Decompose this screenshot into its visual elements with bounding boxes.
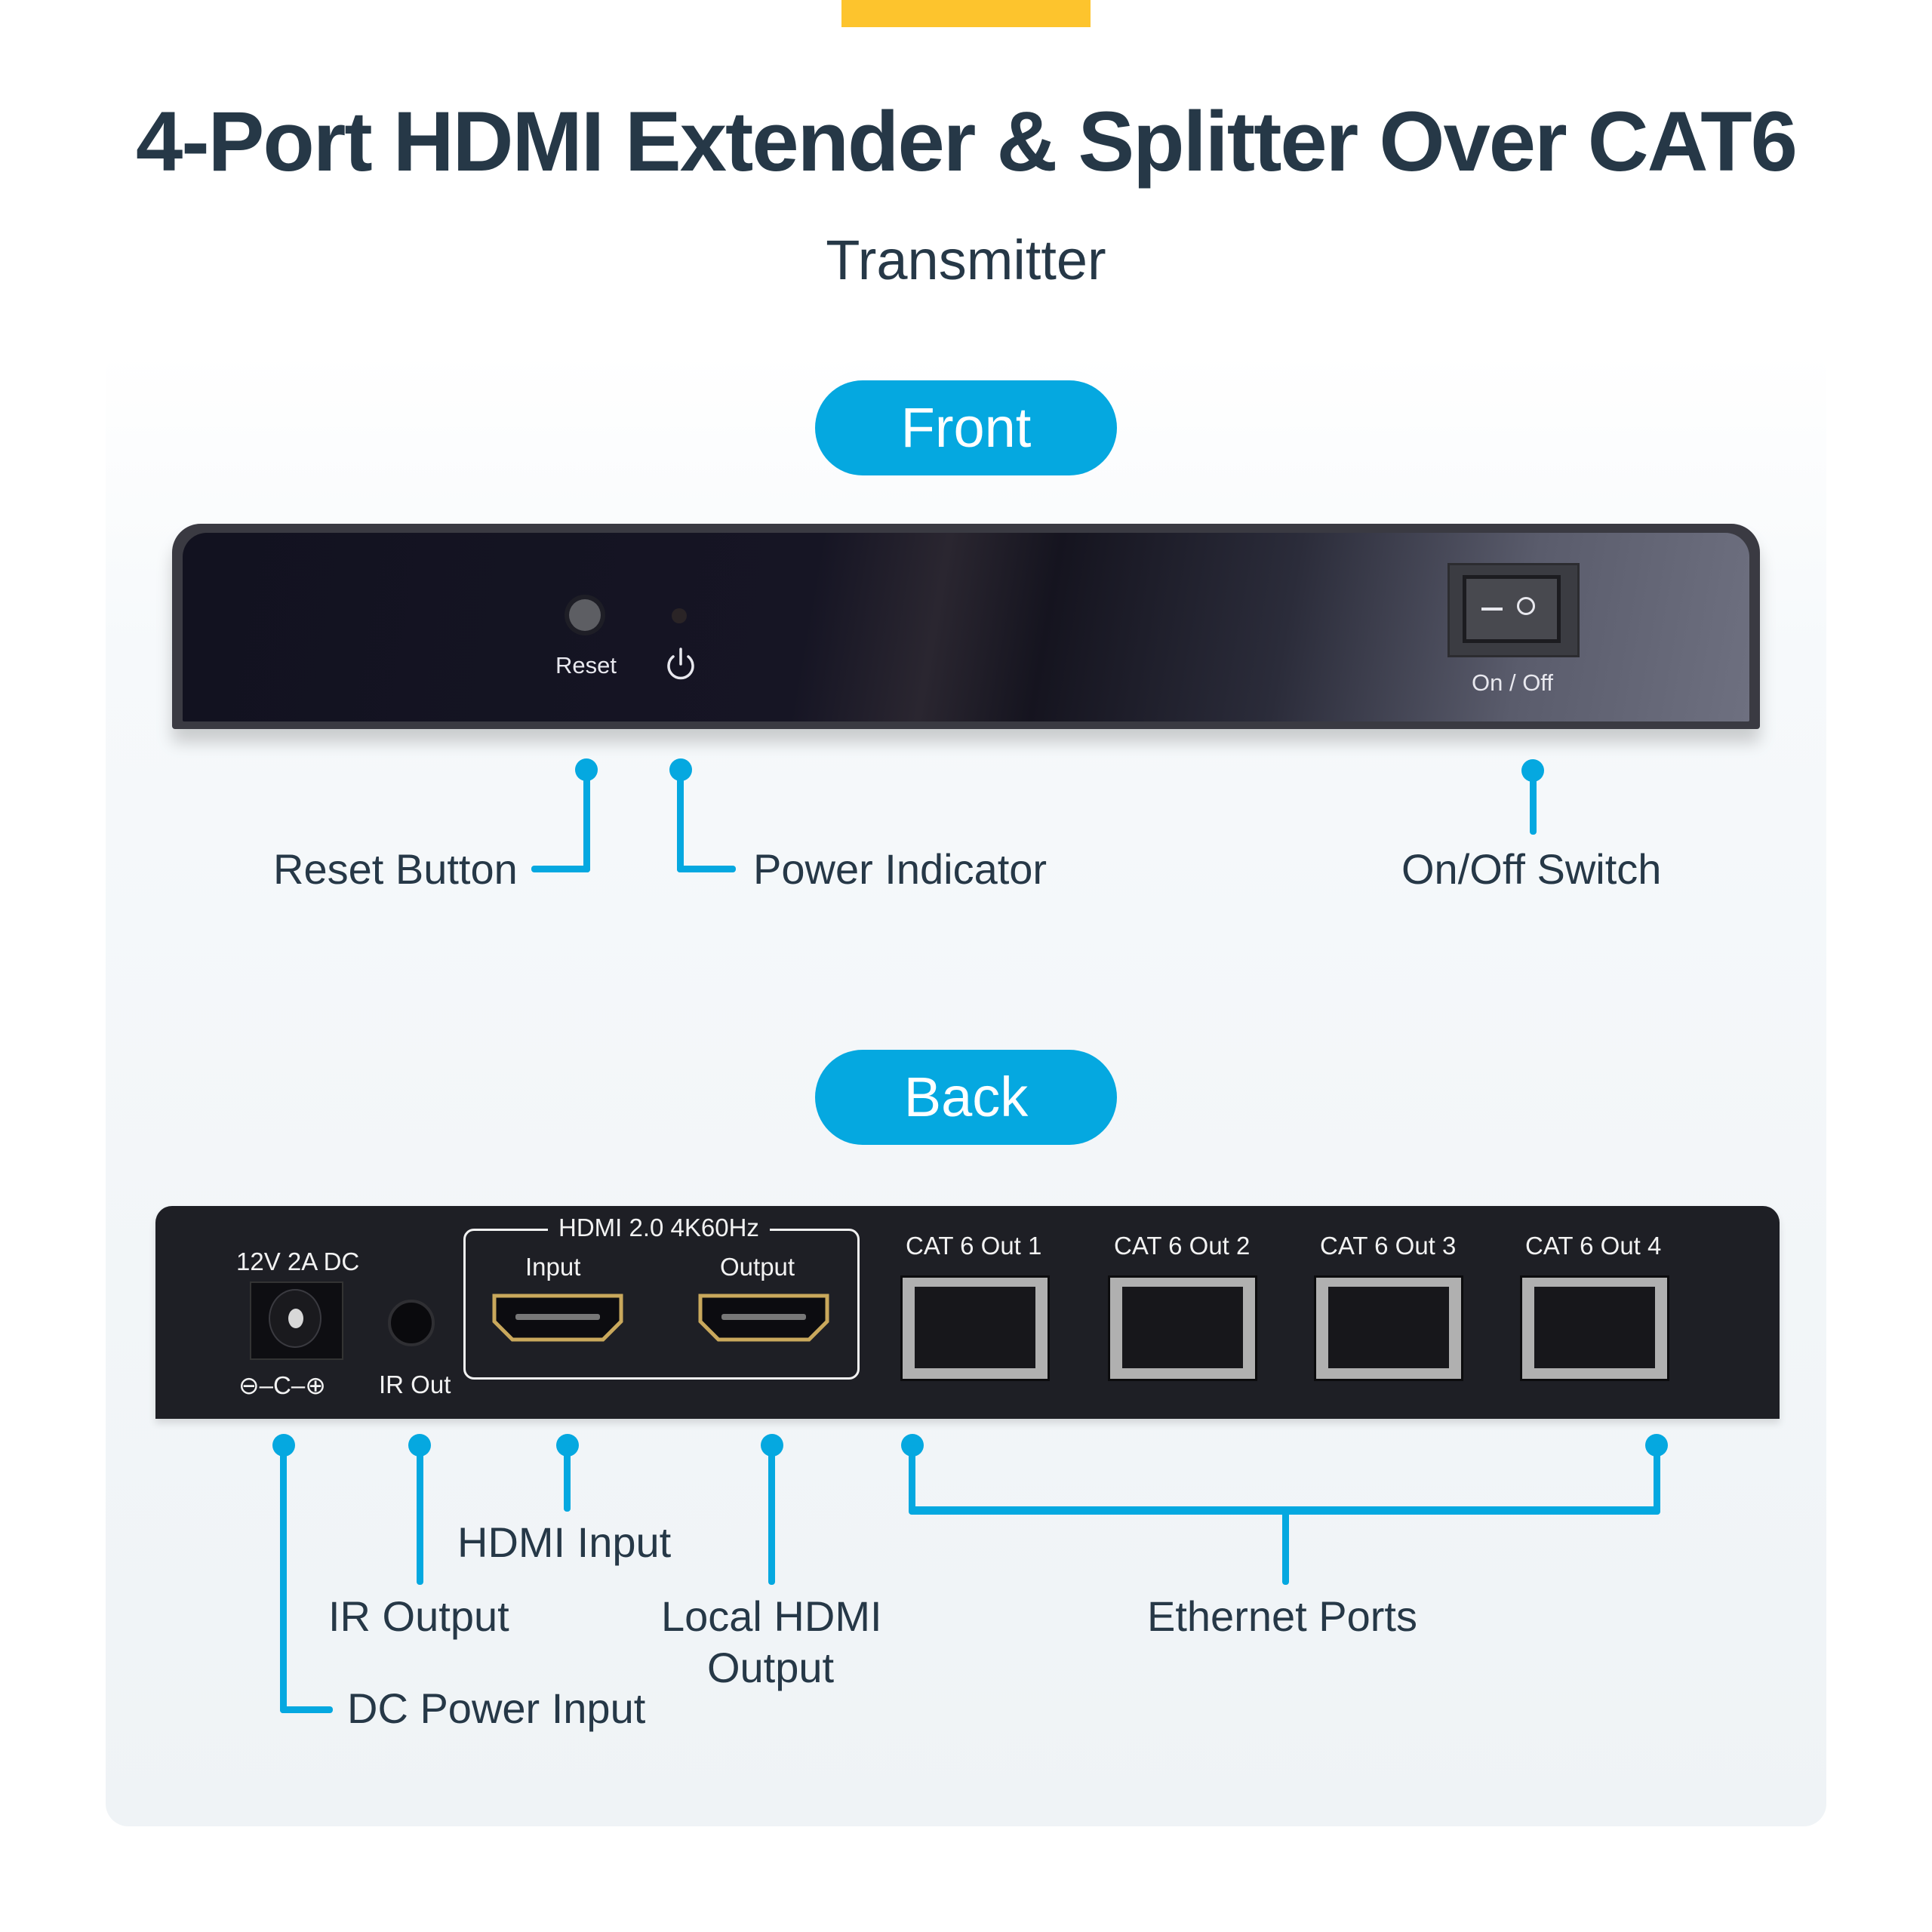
callout-local-hdmi-output: Local HDMI Output [661, 1591, 882, 1694]
hdmi-output-device-label: Output [720, 1253, 795, 1281]
cat-port-1-label: CAT 6 Out 1 [906, 1232, 1042, 1260]
back-device: 12V 2A DC ⊖–C–⊕ IR Out HDMI 2.0 4K60Hz I… [155, 1206, 1780, 1419]
reset-device-label: Reset [555, 652, 617, 678]
callout-reset-button: Reset Button [273, 845, 518, 893]
callout-hdmi-input: HDMI Input [457, 1518, 672, 1566]
power-icon [667, 648, 694, 680]
hdmi-input-device-label: Input [525, 1253, 581, 1281]
hdmi-input-port [492, 1294, 623, 1342]
rj45-port-1 [900, 1275, 1050, 1381]
cat-port-4-label: CAT 6 Out 4 [1525, 1232, 1662, 1260]
cat-port-2-label: CAT 6 Out 2 [1114, 1232, 1251, 1260]
callout-line-eth-stem [1282, 1509, 1289, 1585]
callout-line-switch [1530, 770, 1537, 835]
accent-bar [841, 0, 1091, 27]
dc-device-label: 12V 2A DC [236, 1247, 360, 1275]
callout-line-reset [583, 770, 590, 872]
callout-line-hdmi-in [564, 1445, 571, 1512]
ir-device-label: IR Out [379, 1371, 451, 1398]
callout-line-dc-h [280, 1706, 333, 1713]
callout-line-eth-right [1654, 1445, 1660, 1513]
front-section-pill: Front [815, 380, 1117, 475]
page-subtitle: Transmitter [826, 229, 1106, 291]
rj45-port-3 [1314, 1275, 1463, 1381]
callout-line-eth-left [909, 1445, 915, 1513]
callout-onoff-switch: On/Off Switch [1401, 845, 1662, 893]
cat-port-3-label: CAT 6 Out 3 [1320, 1232, 1457, 1260]
callout-power-indicator: Power Indicator [753, 845, 1048, 893]
rj45-port-2 [1108, 1275, 1257, 1381]
rocker-switch [1463, 575, 1561, 643]
callout-line-power [677, 770, 684, 872]
hdmi-group-label: HDMI 2.0 4K60Hz [548, 1214, 770, 1242]
callout-dc-power-input: DC Power Input [347, 1684, 646, 1732]
callout-local-hdmi-line2: Output [706, 1644, 835, 1691]
callout-line-ir [417, 1445, 423, 1585]
power-led [672, 608, 687, 623]
callout-ethernet-ports: Ethernet Ports [1147, 1592, 1417, 1640]
callout-local-hdmi-line1: Local HDMI [661, 1592, 882, 1640]
ir-jack [388, 1300, 435, 1346]
callout-line-dc [280, 1445, 287, 1713]
dc-jack-pin [288, 1309, 303, 1328]
page-title: 4-Port HDMI Extender & Splitter Over CAT… [136, 94, 1798, 189]
callout-line-power-h [677, 866, 736, 872]
onoff-device-label: On / Off [1472, 669, 1553, 696]
back-section-pill: Back [815, 1050, 1117, 1145]
callout-line-reset-h [531, 866, 590, 872]
hdmi-output-port [698, 1294, 829, 1342]
rj45-port-4 [1520, 1275, 1669, 1381]
switch-off-mark-icon [1517, 597, 1535, 615]
front-device: Reset On / Off [172, 524, 1760, 729]
polarity-icon: ⊖–C–⊕ [238, 1371, 326, 1399]
callout-line-hdmi-out [768, 1445, 775, 1585]
switch-on-mark-icon [1481, 608, 1503, 611]
reset-button-hole [569, 599, 601, 631]
callout-ir-output: IR Output [328, 1592, 509, 1640]
